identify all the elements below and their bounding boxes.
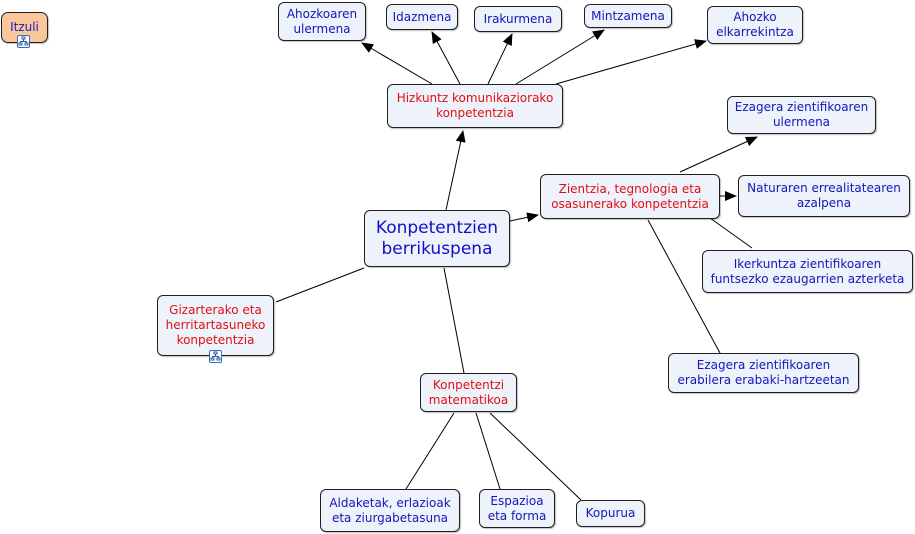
node-mintzamena-label: Mintzamena xyxy=(591,8,665,23)
node-matematikoa-label: Konpetentzi matematikoa xyxy=(428,377,509,407)
node-ahozkoaren[interactable]: Ahozkoaren ulermena xyxy=(278,2,366,41)
node-hizkuntz-label: Hizkuntz komunikaziorako konpetentzia xyxy=(396,91,554,120)
edge-hizkuntz-irakurmena xyxy=(487,33,513,85)
node-hizkuntz[interactable]: Hizkuntz komunikaziorako konpetentzia xyxy=(387,84,563,128)
back-button-label: Itzuli xyxy=(10,20,39,34)
node-kopurua-label: Kopurua xyxy=(585,506,636,520)
node-irakurmena-label: Irakurmena xyxy=(483,11,553,26)
node-gizarterako[interactable]: Gizarterako eta herritartasuneko konpete… xyxy=(157,295,274,356)
edge-center-gizarterako xyxy=(275,267,365,303)
edge-zientzia-erabilera xyxy=(647,219,721,354)
node-irakurmena[interactable]: Irakurmena xyxy=(474,6,562,32)
node-matematikoa[interactable]: Konpetentzi matematikoa xyxy=(420,373,517,412)
node-ezagera-erabilera-label: Ezagera zientifikoaren erabilera erabaki… xyxy=(677,358,850,387)
node-center[interactable]: Konpetentzien berrikuspena xyxy=(364,210,510,267)
node-espazioa[interactable]: Espazioa eta forma xyxy=(479,489,555,528)
map-link-icon[interactable] xyxy=(209,350,222,363)
node-aldaketak-label: Aldaketak, erlazioak eta ziurgabetasuna xyxy=(329,495,451,525)
node-idazmena[interactable]: Idazmena xyxy=(386,4,458,30)
node-zientzia-label: Zientzia, tegnologia eta osasunerako kon… xyxy=(551,181,709,211)
edge-hizkuntz-idazmena xyxy=(431,31,461,85)
node-center-label: Konpetentzien berrikuspena xyxy=(375,217,499,259)
edge-mat-aldaketak xyxy=(405,412,455,490)
node-ezagera-ulermena[interactable]: Ezagera zientifikoaren ulermena xyxy=(727,96,876,134)
map-link-icon[interactable] xyxy=(17,35,30,48)
node-ikerkuntza[interactable]: Ikerkuntza zientifikoaren funtsezko ezau… xyxy=(702,250,913,293)
edge-hizkuntz-mintzamena xyxy=(515,29,605,85)
node-ahozko-label: Ahozko elkarrekintza xyxy=(716,10,794,39)
edge-mat-espazioa xyxy=(475,412,501,490)
node-ezagera-ulermena-label: Ezagera zientifikoaren ulermena xyxy=(734,100,869,129)
edge-hizkuntz-ahozko xyxy=(555,39,707,85)
node-kopurua[interactable]: Kopurua xyxy=(576,500,645,527)
edge-zientzia-ulermena xyxy=(679,136,758,173)
back-button[interactable]: Itzuli xyxy=(1,12,48,43)
node-naturaren-label: Naturaren errealitatearen azalpena xyxy=(747,181,901,210)
node-ikerkuntza-label: Ikerkuntza zientifikoaren funtsezko ezau… xyxy=(710,256,905,286)
node-naturaren[interactable]: Naturaren errealitatearen azalpena xyxy=(738,175,910,217)
node-mintzamena[interactable]: Mintzamena xyxy=(584,4,672,28)
node-idazmena-label: Idazmena xyxy=(392,9,452,24)
node-espazioa-label: Espazioa eta forma xyxy=(487,493,547,523)
edge-zientzia-ikerkuntza xyxy=(709,217,753,249)
node-zientzia[interactable]: Zientzia, tegnologia eta osasunerako kon… xyxy=(540,174,720,219)
node-aldaketak[interactable]: Aldaketak, erlazioak eta ziurgabetasuna xyxy=(320,489,460,532)
node-ahozkoaren-label: Ahozkoaren ulermena xyxy=(286,6,358,36)
node-ahozko[interactable]: Ahozko elkarrekintza xyxy=(707,6,803,44)
edge-center-zientzia xyxy=(509,212,539,223)
edge-mat-kopurua xyxy=(489,412,582,501)
edge-hizkuntz-ahozkoaren xyxy=(361,42,433,85)
node-gizarterako-label: Gizarterako eta herritartasuneko konpete… xyxy=(165,303,266,347)
edge-center-hizkuntz xyxy=(445,130,466,211)
edge-center-matematikoa xyxy=(443,267,465,374)
node-ezagera-erabilera[interactable]: Ezagera zientifikoaren erabilera erabaki… xyxy=(668,353,859,393)
